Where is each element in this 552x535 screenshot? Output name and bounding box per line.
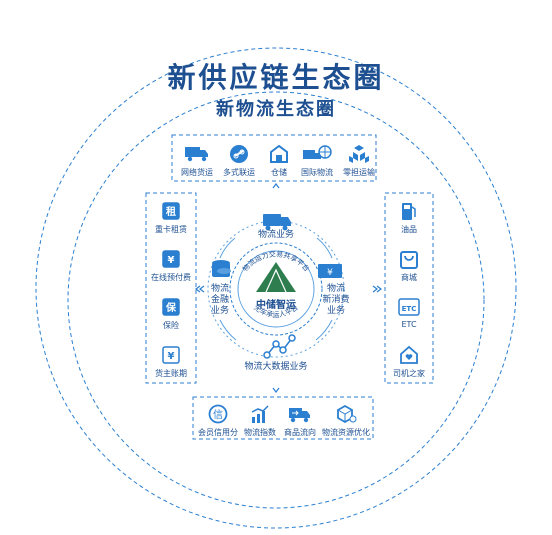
index-chart-icon [240,403,280,425]
bag-icon [385,248,433,270]
logo-text: 中储智运 [256,300,296,311]
warehouse-icon [258,143,300,165]
left-column-item-2: 保保险 [146,296,196,331]
left-column-item-0: 租重卡租赁 [146,200,196,235]
left-service-box [145,192,197,384]
service-top-label: 物流业务 [257,230,294,240]
left-column-item-3: ¥ 货主账期 [146,344,196,379]
middle-ring [67,91,485,509]
svg-text:保: 保 [165,301,177,314]
top-row-item-2: 仓储 [258,143,300,178]
shield-icon: 保 [146,296,196,318]
top-row-label: 仓储 [271,168,287,177]
left-column-label: 重卡租赁 [155,225,187,234]
boxes-icon [338,143,380,165]
top-row-item-1: 多式联运 [218,143,260,178]
right-column-item-3: 司机之家 [385,344,433,379]
truck-icon [176,143,218,165]
svg-text:¥: ¥ [168,351,175,362]
finance-coins-icon [212,260,231,277]
rent-icon: 租 [146,200,196,222]
left-column-label: 在线预付费 [151,273,191,282]
home-heart-icon [385,344,433,366]
yuan-icon: ¥ [146,248,196,270]
bottom-row-label: 物流指数 [244,428,276,437]
cycle-arrows [219,237,333,341]
chevrons [195,183,382,393]
bottom-row-label: 商品流向 [284,428,316,437]
bottom-service-box [192,396,374,440]
top-row-label: 零担运输 [343,168,375,177]
logistics-truck-icon [263,214,291,231]
bottom-row-item-1: 物流指数 [240,403,280,438]
credit-icon: 信 [196,403,240,425]
consumption-cash-icon: ¥ [318,264,342,278]
bottom-row-item-0: 信会员信用分 [196,403,240,438]
left-column-label: 保险 [163,321,179,330]
right-service-box [384,192,434,384]
svg-text:¥: ¥ [327,268,333,278]
sub-title: 新物流生态圈 [216,99,336,120]
service-right-label: 物流 新消费 业务 [322,284,350,316]
bottom-row-label: 会员信用分 [198,428,238,437]
ledger-icon: ¥ [146,344,196,366]
outer-ring [35,47,517,529]
service-ring [207,220,345,358]
svg-text:信: 信 [213,409,223,421]
flow-truck-icon [280,403,320,425]
etc-icon: ETC [385,296,433,318]
service-bottom-label: 物流大数据业务 [244,362,308,372]
right-column-item-1: 商城 [385,248,433,283]
right-column-item-2: ETC ETC [385,296,433,329]
bottom-row-item-3: 物流资源优化 [320,403,372,438]
top-service-box [171,134,377,182]
top-row-item-0: 网络货运 [176,143,218,178]
top-row-label: 国际物流 [301,168,333,177]
bottom-row-item-2: 商品流向 [280,403,320,438]
right-column-label: 商城 [401,273,417,282]
right-column-item-0: 油品 [385,200,433,235]
bottom-row-label: 物流资源优化 [322,428,370,437]
svg-text:租: 租 [166,205,176,218]
top-row-label: 多式联运 [223,168,255,177]
bigdata-nodes-icon [263,334,296,359]
top-row-label: 网络货运 [181,168,213,177]
svg-text:¥: ¥ [168,255,175,266]
top-row-item-3: 国际物流 [296,143,338,178]
right-column-label: 司机之家 [393,369,425,378]
resource-icon [320,403,372,425]
top-row-item-4: 零担运输 [338,143,380,178]
svg-text:ETC: ETC [402,305,417,313]
link-icon [218,143,260,165]
global-truck-icon [296,143,338,165]
logo-mark [256,262,296,293]
left-column-item-1: ¥ 在线预付费 [146,248,196,283]
fuel-icon [385,200,433,222]
right-column-label: ETC [401,320,417,329]
main-title: 新供应链生态圈 [167,61,385,94]
right-column-label: 油品 [401,225,417,234]
service-left-label: 物流 金融 业务 [210,284,229,316]
left-column-label: 货主账期 [155,369,187,378]
